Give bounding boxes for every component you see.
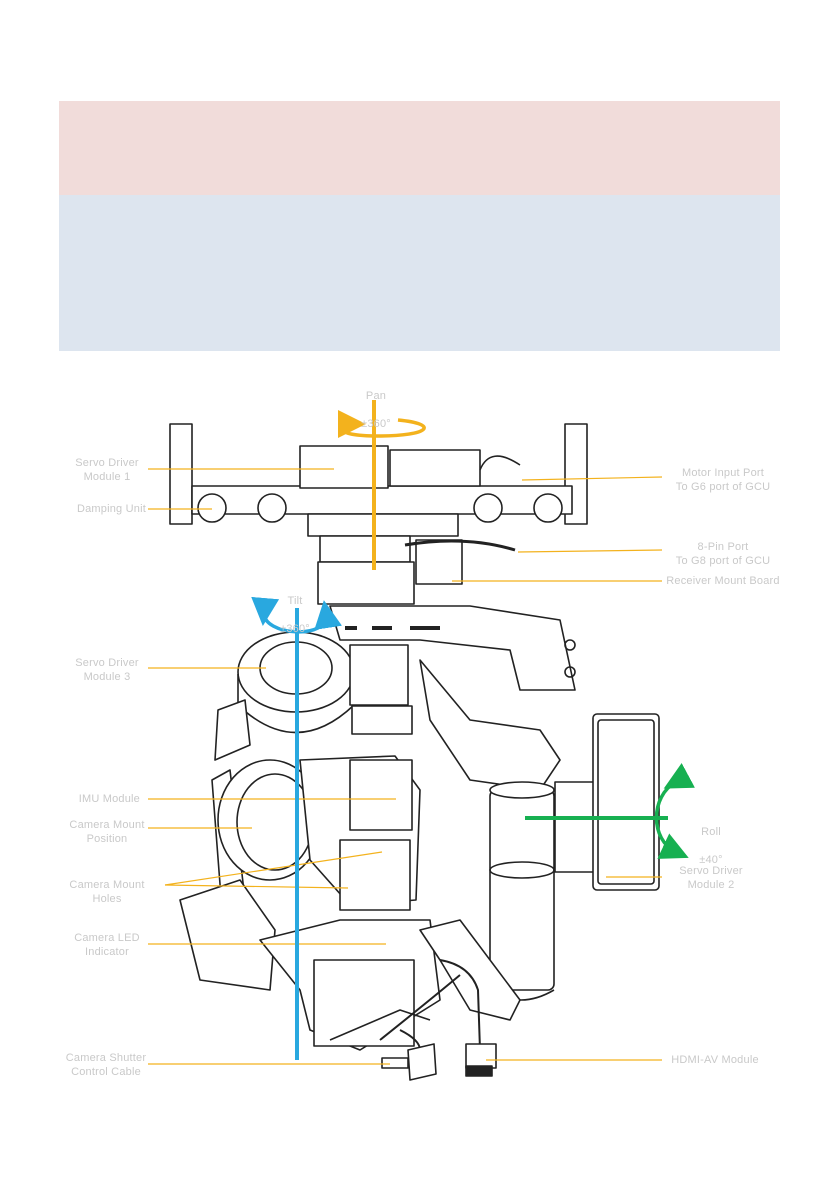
label-servo-driver-2: Servo Driver Module 2 bbox=[679, 865, 743, 891]
pan-axis bbox=[337, 400, 426, 570]
tilt-label: Tilt ±360° bbox=[270, 580, 320, 636]
label-hdmi-av-module: HDMI-AV Module bbox=[671, 1054, 759, 1066]
pan-range: ±360° bbox=[361, 418, 391, 430]
label-imu-module: IMU Module bbox=[78, 793, 140, 805]
label-receiver-mount-board: Receiver Mount Board bbox=[666, 575, 780, 587]
roll-name: Roll bbox=[701, 826, 721, 838]
roll-range: ±40° bbox=[699, 854, 723, 866]
label-servo-driver-1: Servo Driver Module 1 bbox=[75, 457, 139, 483]
label-damping-unit: Damping Unit bbox=[76, 503, 146, 515]
label-motor-input-port: Motor Input Port To G6 port of GCU bbox=[675, 467, 771, 493]
tilt-range: ±360° bbox=[280, 623, 310, 635]
label-camera-led-indicator: Camera LED Indicator bbox=[74, 932, 140, 958]
tilt-axis bbox=[251, 596, 342, 1060]
label-camera-shutter-cable: Camera Shutter Control Cable bbox=[65, 1052, 147, 1078]
label-camera-mount-position: Camera Mount Position bbox=[69, 819, 145, 845]
tilt-name: Tilt bbox=[287, 595, 303, 607]
header-band-blue bbox=[59, 195, 780, 351]
gimbal-drawing bbox=[169, 423, 660, 1081]
roll-label: Roll ±40° bbox=[686, 811, 736, 867]
pan-name: Pan bbox=[365, 390, 387, 402]
label-servo-driver-3: Servo Driver Module 3 bbox=[75, 657, 139, 683]
leader-lines bbox=[148, 468, 663, 1065]
header-band-pink bbox=[59, 101, 780, 195]
label-camera-mount-holes: Camera Mount Holes bbox=[69, 879, 145, 905]
roll-axis bbox=[525, 763, 695, 859]
pan-label: Pan ±360° bbox=[351, 375, 401, 431]
label-8-pin-port: 8-Pin Port To G8 port of GCU bbox=[675, 541, 771, 567]
